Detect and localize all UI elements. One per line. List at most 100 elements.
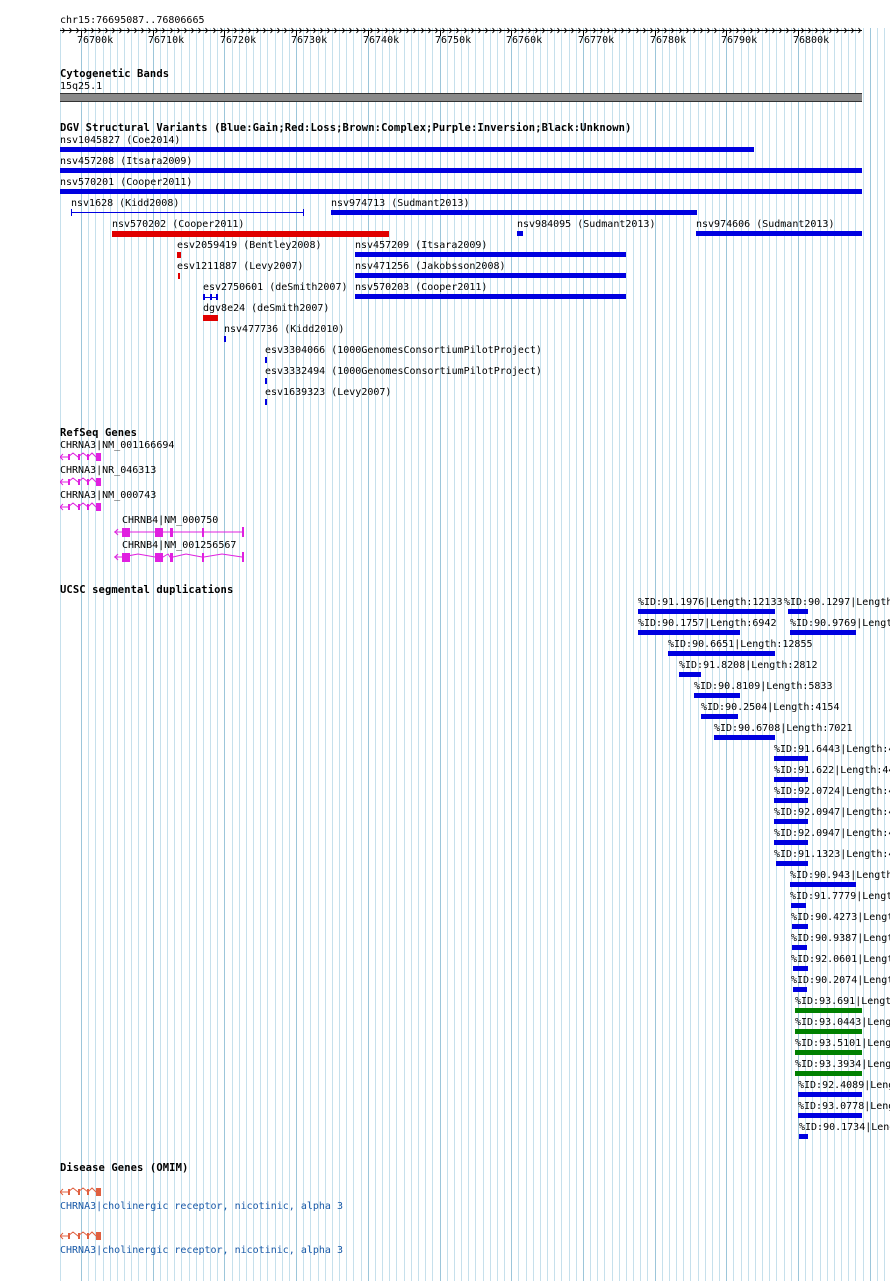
- ruler-strand-arrow: [442, 27, 446, 34]
- omim-track-title: Disease Genes (OMIM): [60, 1162, 189, 1174]
- dgv-feature-bar[interactable]: [517, 231, 523, 236]
- dgv-feature-bar[interactable]: [177, 252, 181, 258]
- ruler-strand-arrow: [801, 27, 805, 34]
- segdup-feature-bar[interactable]: [774, 819, 808, 824]
- refseq-track-title: RefSeq Genes: [60, 427, 138, 439]
- dgv-feature-bar[interactable]: [355, 294, 626, 299]
- dgv-feature-bar[interactable]: [112, 231, 389, 237]
- segdup-feature-bar[interactable]: [788, 609, 808, 614]
- gene-model[interactable]: [114, 550, 246, 564]
- ruler-strand-arrow: [241, 27, 245, 34]
- ruler-strand-arrow: [657, 27, 661, 34]
- segdup-feature-bar[interactable]: [668, 651, 775, 656]
- ruler-strand-arrow: [750, 27, 754, 34]
- segdup-feature-bar[interactable]: [701, 714, 738, 719]
- dgv-feature-tick: [210, 294, 212, 300]
- ruler-tick-label: 76730k: [291, 35, 328, 46]
- dgv-feature-label: nsv477736 (Kidd2010): [224, 324, 345, 335]
- ruler-strand-arrow: [248, 27, 252, 34]
- segdup-feature-bar[interactable]: [638, 630, 740, 635]
- ruler-strand-arrow: [815, 27, 819, 34]
- dgv-feature-label: nsv1628 (Kidd2008): [71, 198, 180, 209]
- gene-model[interactable]: [60, 476, 104, 488]
- ruler-strand-arrow: [714, 27, 718, 34]
- ruler-strand-arrow: [664, 27, 668, 34]
- dgv-feature-bar[interactable]: [224, 336, 226, 342]
- segdup-feature-bar[interactable]: [774, 756, 808, 761]
- omim-gene-model[interactable]: [60, 1186, 104, 1198]
- omim-gene-model[interactable]: [60, 1230, 104, 1242]
- dgv-feature-bar[interactable]: [331, 210, 697, 215]
- gene-label: CHRNB4|NM_000750: [122, 515, 219, 526]
- segdup-feature-bar[interactable]: [790, 882, 856, 887]
- ruler-strand-arrow: [614, 27, 618, 34]
- gene-model[interactable]: [60, 501, 104, 513]
- segdup-feature-bar[interactable]: [795, 1050, 862, 1055]
- ruler-strand-arrow: [528, 27, 532, 34]
- ruler-strand-arrow: [370, 27, 374, 34]
- ruler-strand-arrow: [836, 27, 840, 34]
- segdup-feature-bar[interactable]: [790, 630, 856, 635]
- ruler-tick-label: 76790k: [721, 35, 758, 46]
- ruler-strand-arrow: [593, 27, 597, 34]
- segdup-feature-bar[interactable]: [774, 840, 808, 845]
- segdup-feature-bar[interactable]: [714, 735, 775, 740]
- segdup-feature-bar[interactable]: [679, 672, 701, 677]
- segdup-feature-label: %ID:93.5101|Leng: [795, 1038, 890, 1049]
- segdup-feature-bar[interactable]: [791, 903, 806, 908]
- ruler-strand-arrow: [184, 27, 188, 34]
- dgv-feature-bar[interactable]: [60, 147, 754, 152]
- dgv-feature-bar[interactable]: [265, 378, 267, 384]
- segdup-feature-bar[interactable]: [799, 1134, 808, 1139]
- dgv-feature-bar[interactable]: [203, 315, 218, 321]
- segdup-feature-bar[interactable]: [795, 1071, 862, 1076]
- segdup-feature-bar[interactable]: [793, 966, 808, 971]
- segdup-feature-bar[interactable]: [798, 1113, 862, 1118]
- ruler-strand-arrow: [299, 27, 303, 34]
- dgv-feature-label: nsv1045827 (Coe2014): [60, 135, 181, 146]
- segdup-feature-bar[interactable]: [795, 1029, 862, 1034]
- segdup-track-title: UCSC segmental duplications: [60, 584, 234, 596]
- ruler-strand-arrow: [499, 27, 503, 34]
- segdup-feature-label: %ID:91.622|Length:44: [774, 765, 890, 776]
- segdup-feature-label: %ID:90.1734|Leng: [799, 1122, 890, 1133]
- dgv-feature-bar[interactable]: [355, 252, 626, 257]
- segdup-feature-bar[interactable]: [638, 609, 775, 614]
- segdup-feature-bar[interactable]: [774, 777, 808, 782]
- segdup-feature-label: %ID:93.3934|Leng: [795, 1059, 890, 1070]
- dgv-feature-tick: [303, 209, 304, 216]
- dgv-feature-label: nsv471256 (Jakobsson2008): [355, 261, 506, 272]
- ruler-strand-arrow: [227, 27, 231, 34]
- segdup-feature-bar[interactable]: [793, 987, 807, 992]
- cytoband-bar[interactable]: [60, 93, 862, 102]
- ruler-strand-arrow: [858, 27, 862, 34]
- segdup-feature-bar[interactable]: [774, 798, 808, 803]
- dgv-feature-bar[interactable]: [265, 357, 267, 363]
- dgv-feature-bar[interactable]: [60, 168, 862, 173]
- dgv-feature-line[interactable]: [71, 212, 304, 213]
- segdup-feature-bar[interactable]: [798, 1092, 862, 1097]
- dgv-feature-bar[interactable]: [178, 273, 180, 279]
- segdup-feature-bar[interactable]: [776, 861, 808, 866]
- cytoband-track-title: Cytogenetic Bands: [60, 68, 170, 80]
- segdup-feature-bar[interactable]: [795, 1008, 862, 1013]
- omim-gene-label[interactable]: CHRNA3|cholinergic receptor, nicotinic, …: [60, 1245, 343, 1256]
- segdup-feature-bar[interactable]: [792, 924, 808, 929]
- locus-label: chr15:76695087..76806665: [60, 15, 205, 26]
- ruler-strand-arrow: [349, 27, 353, 34]
- segdup-feature-bar[interactable]: [694, 693, 740, 698]
- omim-gene-label[interactable]: CHRNA3|cholinergic receptor, nicotinic, …: [60, 1201, 343, 1212]
- gene-model[interactable]: [60, 451, 104, 463]
- dgv-feature-bar[interactable]: [696, 231, 862, 236]
- gene-model[interactable]: [114, 525, 246, 539]
- ruler-strand-arrow: [772, 27, 776, 34]
- dgv-feature-bar[interactable]: [60, 189, 862, 194]
- segdup-feature-bar[interactable]: [792, 945, 807, 950]
- ruler-strand-arrow: [134, 27, 138, 34]
- dgv-feature-bar[interactable]: [355, 273, 626, 278]
- ruler-strand-arrow: [191, 27, 195, 34]
- ruler[interactable]: [0, 0, 890, 50]
- ruler-strand-arrow: [671, 27, 675, 34]
- dgv-feature-bar[interactable]: [265, 399, 267, 405]
- ruler-strand-arrow: [729, 27, 733, 34]
